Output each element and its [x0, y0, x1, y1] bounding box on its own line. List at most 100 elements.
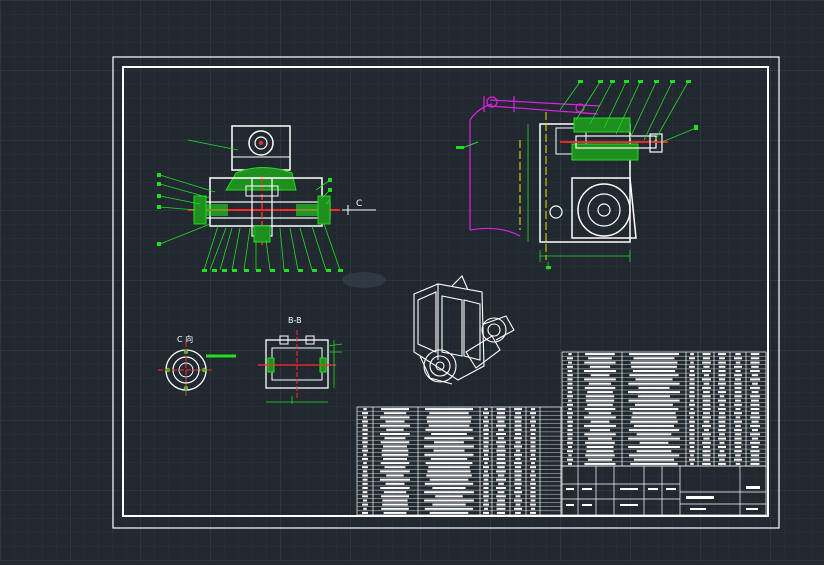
title-block[interactable]: [561, 465, 767, 516]
c-direction-view[interactable]: C 向: [158, 334, 236, 396]
table-cell-text: [530, 453, 536, 456]
table-cell-text: [590, 374, 610, 377]
table-cell-text: [567, 412, 573, 415]
table-cell-text: [425, 428, 473, 431]
table-cell-text: [689, 382, 695, 385]
table-cell-text: [362, 470, 368, 473]
table-cell-text: [362, 457, 368, 460]
table-cell-text: [635, 378, 673, 381]
table-cell-text: [702, 433, 711, 436]
table-cell-text: [514, 424, 522, 427]
table-cell-text: [483, 433, 489, 435]
table-cell-text: [702, 399, 711, 402]
table-cell-text: [719, 450, 725, 453]
table-cell-text: [425, 462, 473, 465]
table-cell-text: [568, 446, 573, 448]
table-cell-text: [483, 478, 489, 481]
table-cell-text: [718, 365, 726, 368]
table-cell-text: [629, 374, 679, 377]
table-cell-text: [380, 487, 410, 489]
table-cell-text: [382, 499, 408, 502]
table-cell-text: [515, 449, 521, 452]
table-cell-text: [689, 458, 695, 461]
table-cell-text: [497, 466, 505, 469]
table-cell-text: [734, 382, 742, 385]
parts-list-left-rows: [357, 408, 561, 514]
table-cell-text: [628, 382, 680, 385]
table-cell-text: [363, 507, 367, 510]
table-cell-text: [718, 424, 726, 427]
side-view[interactable]: [456, 80, 698, 270]
table-cell-text: [703, 437, 710, 440]
table-cell-text: [690, 462, 694, 465]
table-cell-text: [567, 382, 573, 385]
table-cell-text: [752, 382, 758, 385]
table-cell-text: [639, 441, 669, 444]
table-cell-text: [567, 420, 573, 423]
table-cell-text: [703, 382, 710, 385]
view-c-label: C 向: [177, 334, 193, 344]
table-cell-text: [587, 403, 613, 406]
table-cell-text: [362, 503, 368, 506]
table-cell-text: [750, 361, 760, 364]
table-cell-text: [735, 454, 741, 457]
table-cell-text: [496, 453, 506, 456]
table-cell-text: [426, 474, 472, 477]
table-cell-text: [630, 462, 678, 465]
table-cell-text: [735, 370, 741, 372]
table-cell-text: [496, 457, 506, 460]
table-cell-text: [702, 441, 711, 444]
table-cell-text: [483, 412, 489, 415]
table-cell-text: [496, 487, 506, 489]
table-cell-text: [632, 370, 676, 372]
table-cell-text: [585, 399, 615, 402]
table-cell-text: [385, 420, 405, 423]
table-cell-text: [689, 433, 695, 436]
table-cell-text: [689, 429, 695, 432]
table-cell-text: [429, 412, 469, 415]
table-cell-text: [362, 491, 368, 494]
table-cell-text: [751, 437, 759, 440]
table-cell-text: [718, 429, 726, 432]
sheet-inner-border: [122, 66, 769, 517]
table-cell-text: [514, 474, 522, 477]
table-cell-text: [690, 361, 694, 364]
table-cell-text: [589, 429, 611, 432]
table-cell-text: [734, 429, 742, 432]
table-cell-text: [497, 420, 505, 423]
table-cell-text: [588, 382, 612, 385]
table-cell-text: [567, 424, 573, 427]
table-cell-text: [531, 424, 535, 427]
table-cell-text: [584, 462, 616, 465]
table-cell-text: [718, 391, 726, 394]
table-cell-text: [362, 487, 368, 489]
table-cell-text: [484, 507, 488, 510]
table-cell-text: [429, 511, 469, 514]
table-cell-text: [689, 420, 695, 423]
table-cell-text: [751, 446, 759, 448]
table-cell-text: [734, 391, 742, 394]
table-cell-text: [497, 445, 505, 448]
table-cell-text: [734, 446, 742, 448]
table-cell-text: [718, 420, 726, 423]
table-cell-text: [497, 412, 505, 415]
table-cell-text: [514, 408, 522, 411]
table-cell-text: [498, 428, 504, 431]
table-cell-text: [702, 395, 711, 398]
table-cell-text: [750, 433, 760, 436]
table-cell-text: [496, 503, 506, 506]
table-cell-text: [568, 361, 572, 364]
table-cell-text: [750, 403, 760, 406]
front-section-view[interactable]: C: [157, 125, 376, 272]
table-cell-text: [750, 458, 760, 461]
table-cell-text: [568, 353, 572, 356]
table-cell-text: [689, 370, 695, 372]
table-cell-text: [734, 433, 742, 436]
table-cell-text: [530, 433, 536, 435]
b-b-section-view[interactable]: B-B: [258, 316, 343, 404]
table-cell-text: [584, 378, 616, 381]
table-cell-text: [718, 361, 726, 364]
table-cell-text: [383, 445, 407, 448]
